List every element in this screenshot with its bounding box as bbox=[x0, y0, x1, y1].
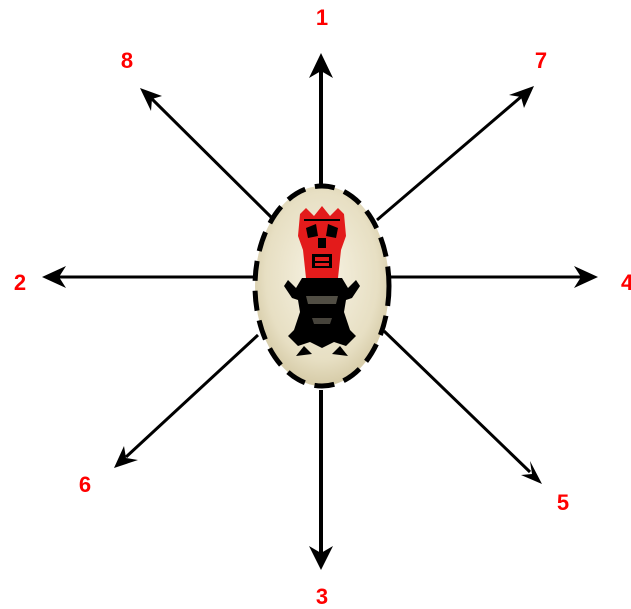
direction-label-2: 2 bbox=[14, 270, 26, 295]
arrow-3 bbox=[309, 390, 333, 570]
direction-label-5: 5 bbox=[557, 490, 569, 515]
arrow-6 bbox=[114, 335, 258, 468]
direction-label-7: 7 bbox=[535, 48, 547, 73]
direction-label-1: 1 bbox=[316, 5, 328, 30]
center-figure bbox=[255, 186, 389, 386]
direction-label-6: 6 bbox=[79, 472, 91, 497]
arrow-4 bbox=[388, 266, 598, 288]
arrow-2 bbox=[42, 266, 256, 288]
direction-label-4: 4 bbox=[621, 270, 631, 295]
direction-label-8: 8 bbox=[121, 48, 133, 73]
direction-label-3: 3 bbox=[316, 584, 328, 609]
arrow-5 bbox=[384, 331, 542, 484]
arrow-7 bbox=[377, 86, 534, 220]
arrow-8 bbox=[140, 88, 272, 218]
arrow-1 bbox=[309, 53, 333, 188]
